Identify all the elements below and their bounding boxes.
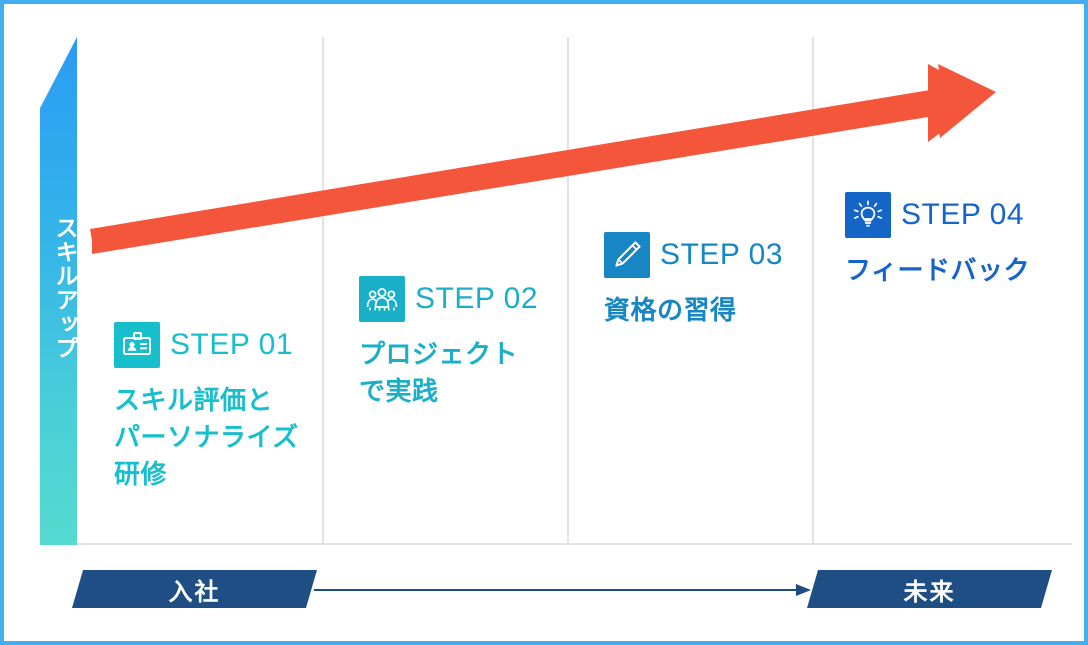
step-header-4: STEP 04 [845, 192, 1030, 238]
step-card-2[interactable]: STEP 02 プロジェクト で実践 [359, 276, 538, 410]
step-title-4: STEP 04 [901, 198, 1025, 231]
step-description-2: プロジェクト で実践 [359, 339, 519, 406]
gridline-3 [812, 37, 814, 545]
step-card-4[interactable]: STEP 04 フィードバック [845, 192, 1030, 289]
step-description-3: 資格の習得 [604, 295, 737, 325]
lightbulb-icon [845, 192, 891, 238]
baseline [40, 543, 1072, 545]
step-card-3[interactable]: STEP 03 資格の習得 [604, 232, 783, 329]
pencil-icon [604, 232, 650, 278]
step-title-1: STEP 01 [170, 328, 294, 361]
skill-axis-label: スキルアップ [52, 215, 78, 360]
timeline-start-banner[interactable]: 入社 [72, 570, 317, 608]
step-description-4: フィードバック [845, 255, 1030, 285]
step-header-2: STEP 02 [359, 276, 538, 322]
growth-arrow-icon [90, 64, 996, 254]
people-group-icon [359, 276, 405, 322]
step-header-1: STEP 01 [114, 322, 299, 368]
step-card-1[interactable]: STEP 01 スキル評価と パーソナライズ 研修 [114, 322, 299, 493]
step-title-3: STEP 03 [660, 238, 784, 271]
timeline-end-label: 未来 [903, 578, 956, 606]
step-description-1: スキル評価と パーソナライズ 研修 [114, 385, 299, 489]
id-card-icon [114, 322, 160, 368]
timeline-arrow-icon [314, 584, 811, 596]
timeline-start-label: 入社 [168, 578, 221, 606]
skill-axis-bar [40, 37, 77, 545]
timeline-end-banner[interactable]: 未来 [807, 570, 1052, 608]
step-title-2: STEP 02 [415, 282, 539, 315]
step-header-3: STEP 03 [604, 232, 783, 278]
gridline-2 [567, 37, 569, 545]
gridline-1 [322, 37, 324, 545]
